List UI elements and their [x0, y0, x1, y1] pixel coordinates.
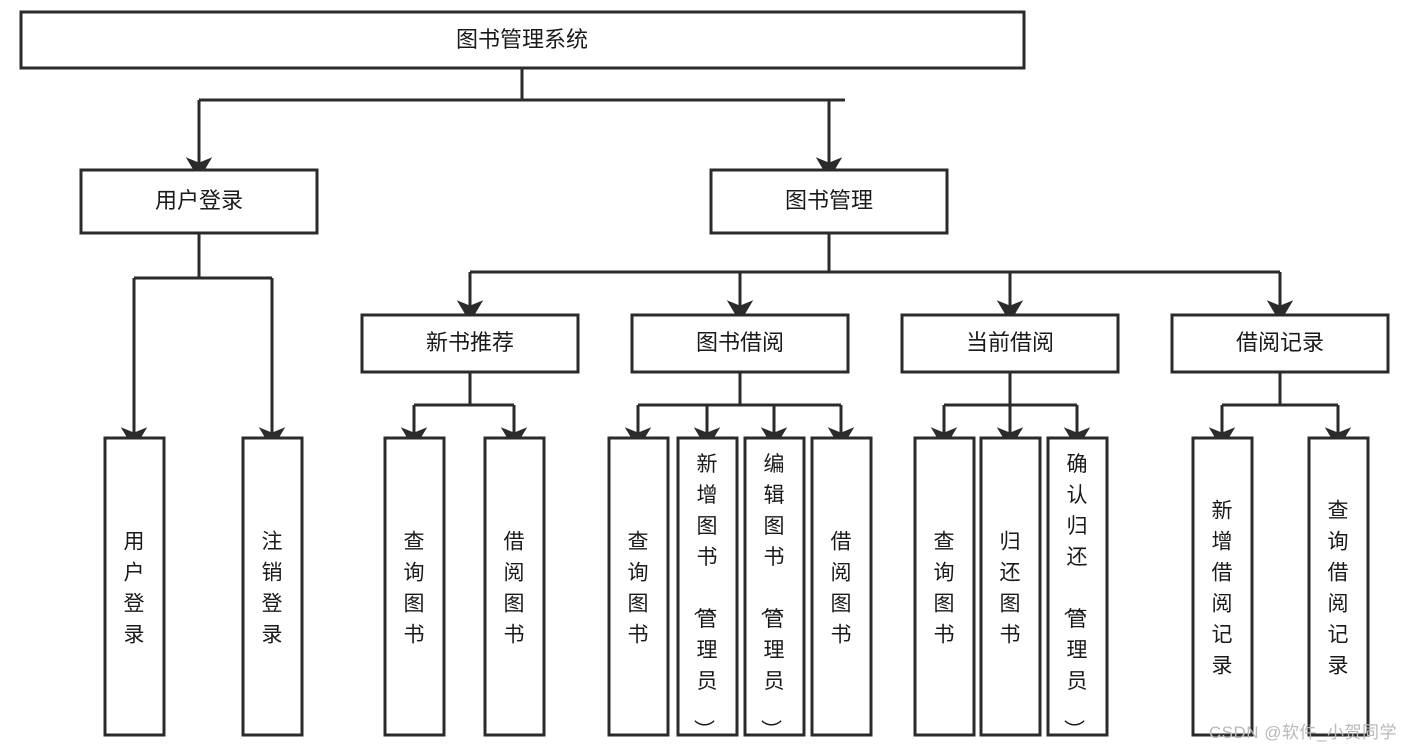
node-leaf-user-logout-label: 注销登录: [262, 531, 283, 647]
node-leaf-borrow-book-1[interactable]: 借阅图书: [483, 436, 546, 737]
connector-group-book-borrow: [624, 372, 855, 450]
node-new-book-recommend[interactable]: 新书推荐: [360, 313, 580, 374]
node-leaf-borrow-book-2-label: 借阅图书: [831, 531, 852, 647]
connector-group-borrow-record: [1208, 372, 1352, 450]
connector-group-book-manage: [456, 233, 1294, 323]
node-leaf-query-record[interactable]: 查询借阅记录: [1307, 436, 1370, 737]
node-leaf-borrow-book-2[interactable]: 借阅图书: [810, 436, 873, 737]
node-new-book-recommend-label: 新书推荐: [426, 330, 514, 355]
node-leaf-borrow-book-1-label: 借阅图书: [504, 531, 525, 647]
node-borrow-record[interactable]: 借阅记录: [1170, 313, 1390, 374]
node-leaf-edit-book[interactable]: 编辑图书（管理员）: [743, 436, 806, 740]
connector-group-user-login: [120, 233, 286, 450]
node-current-borrow-label: 当前借阅: [966, 330, 1054, 355]
node-leaf-add-record-label: 新增借阅记录: [1212, 500, 1233, 678]
node-leaf-query-record-label: 查询借阅记录: [1328, 500, 1349, 678]
connector-group-current-borrow: [930, 372, 1091, 450]
node-leaf-edit-book-label: 编辑图书（管理员）: [759, 453, 785, 740]
node-borrow-record-label: 借阅记录: [1236, 330, 1324, 355]
node-book-manage[interactable]: 图书管理: [709, 168, 949, 235]
node-leaf-confirm-return-label: 确认归还（管理员）: [1062, 453, 1088, 740]
node-current-borrow[interactable]: 当前借阅: [900, 313, 1120, 374]
node-user-login[interactable]: 用户登录: [79, 168, 319, 235]
node-user-login-label: 用户登录: [155, 188, 243, 213]
node-book-borrow[interactable]: 图书借阅: [630, 313, 850, 374]
node-leaf-query-book-3[interactable]: 查询图书: [913, 436, 976, 737]
node-leaf-query-book-2-label: 查询图书: [628, 531, 649, 647]
node-leaf-user-login[interactable]: 用户登录: [103, 436, 166, 737]
node-leaf-return-book-label: 归还图书: [1000, 531, 1021, 647]
node-leaf-user-login-label: 用户登录: [124, 531, 145, 647]
node-leaf-query-book-1[interactable]: 查询图书: [383, 436, 446, 737]
node-leaf-add-book-label: 新增图书（管理员）: [692, 453, 718, 740]
node-leaf-query-book-2[interactable]: 查询图书: [607, 436, 670, 737]
connector-group-new-book-recommend: [400, 372, 528, 450]
node-leaf-confirm-return[interactable]: 确认归还（管理员）: [1046, 436, 1109, 740]
node-root-label: 图书管理系统: [456, 27, 588, 52]
node-book-borrow-label: 图书借阅: [696, 330, 784, 355]
node-leaf-query-book-3-label: 查询图书: [934, 531, 955, 647]
node-leaf-add-book[interactable]: 新增图书（管理员）: [676, 436, 739, 740]
node-leaf-add-record[interactable]: 新增借阅记录: [1191, 436, 1254, 737]
node-root[interactable]: 图书管理系统: [19, 10, 1026, 70]
csdn-watermark: CSDN @软件_小贺同学: [1208, 723, 1397, 742]
connector-group-root: [185, 68, 845, 180]
node-book-manage-label: 图书管理: [785, 188, 873, 213]
node-leaf-user-logout[interactable]: 注销登录: [241, 436, 304, 737]
node-leaf-return-book[interactable]: 归还图书: [979, 436, 1042, 737]
node-leaf-query-book-1-label: 查询图书: [404, 531, 425, 647]
